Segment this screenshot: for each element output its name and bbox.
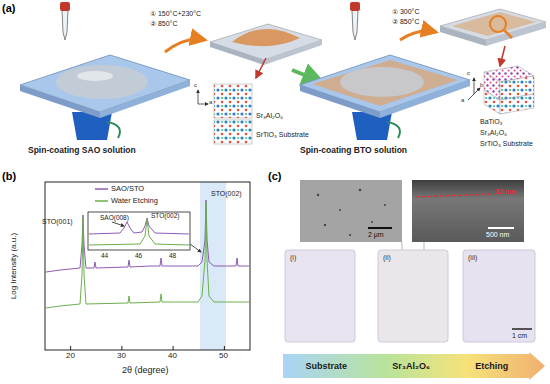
label: 32 nm — [495, 188, 515, 196]
label: ① 150°C+230°C — [150, 10, 201, 18]
label: STO(002) — [211, 190, 242, 198]
crystal-structure-1 — [198, 84, 252, 144]
label: ① 300°C — [392, 8, 419, 16]
process-arrow — [165, 39, 205, 52]
label: SAO(008) — [100, 214, 129, 221]
label: SrTiO₃ Substrate — [256, 131, 309, 139]
band-label: Etching — [475, 361, 508, 371]
label: 1 cm — [512, 332, 527, 340]
label: (a) — [2, 2, 15, 14]
process-arrow — [400, 31, 436, 40]
label: ② 850°C — [150, 20, 177, 28]
label: (iii) — [468, 254, 477, 262]
label: c — [467, 70, 470, 77]
label: Log Intensity (a.u.) — [10, 233, 19, 299]
label: ② 850°C — [392, 18, 419, 26]
label: c — [194, 82, 197, 89]
label: a — [209, 99, 212, 106]
label: 50 — [219, 352, 228, 361]
label: (ii) — [383, 254, 391, 262]
label: 500 nm — [486, 231, 509, 239]
label: SrTiO₃ Substrate — [480, 140, 533, 148]
spin-coater-1 — [20, 2, 190, 140]
label: 46 — [135, 252, 142, 259]
sem-images — [300, 180, 524, 250]
coated-substrate-1 — [210, 24, 322, 78]
band-label: Sr₃Al₂O₆ — [392, 361, 430, 371]
xrd-chart — [45, 182, 250, 350]
label: Sr₃Al₂O₆ — [256, 112, 283, 120]
label: 40 — [168, 352, 177, 361]
crystal-structure-2 — [468, 66, 534, 114]
label: (c) — [268, 170, 281, 182]
sample-photos — [285, 250, 535, 342]
label: 2θ (degree) — [122, 366, 169, 376]
legend-text: SAO/STO — [111, 185, 144, 193]
legend-text: Water Etching — [111, 197, 158, 205]
label: 20 — [66, 352, 75, 361]
label: Spin-coating BTO solution — [300, 146, 407, 155]
band-texts: Substrate Sr₃Al₂O₆ Etching — [283, 352, 545, 380]
label: 30 — [117, 352, 126, 361]
label: Spin-coating SAO solution — [28, 146, 136, 155]
label: 48 — [169, 252, 176, 259]
label: 44 — [101, 252, 108, 259]
label: (b) — [2, 170, 16, 182]
label: b — [480, 82, 483, 89]
label: STO(002) — [151, 212, 179, 219]
spin-coater-2 — [300, 2, 470, 140]
coated-substrate-2 — [440, 9, 546, 66]
label: a — [461, 97, 464, 104]
label: Sr₃Al₂O₆ — [480, 129, 507, 137]
label: (i) — [290, 254, 296, 262]
label: 2 μm — [368, 231, 384, 239]
gradient-arrow-band: Substrate Sr₃Al₂O₆ Etching — [283, 352, 545, 380]
band-label: Substrate — [306, 361, 348, 371]
label: BaTiO₃ — [480, 118, 502, 126]
label: STO(001) — [42, 218, 73, 226]
